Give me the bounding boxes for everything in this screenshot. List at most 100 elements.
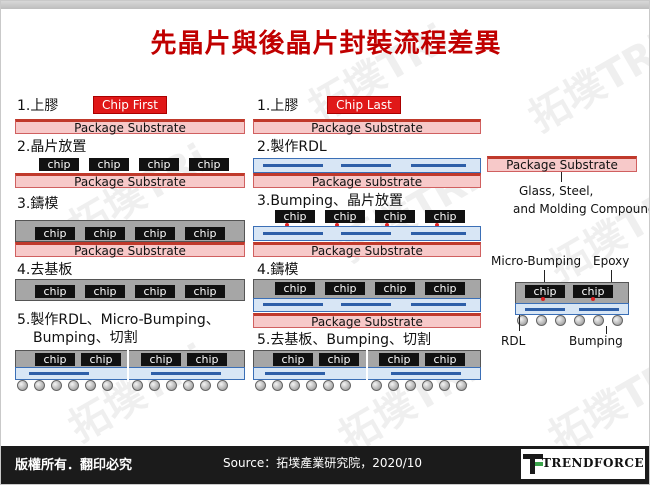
- chip: chip: [425, 282, 465, 295]
- solder-ball: [166, 380, 177, 391]
- solder-ball: [371, 380, 382, 391]
- watermark: 拓墣TRi: [541, 345, 650, 462]
- chip: chip: [185, 285, 225, 298]
- chip: chip: [573, 285, 613, 298]
- legend-materials-line2: and Molding Compound: [513, 202, 650, 216]
- solder-ball: [612, 315, 623, 326]
- chip: chip: [139, 158, 179, 171]
- chip: chip: [135, 227, 175, 240]
- micro-bump: [385, 223, 389, 227]
- chip: chip: [135, 285, 175, 298]
- solder-ball: [422, 380, 433, 391]
- rdl-trace: [341, 303, 391, 306]
- rdl-trace: [411, 232, 466, 235]
- trendforce-logo: [521, 449, 645, 479]
- chip: chip: [85, 285, 125, 298]
- substrate: Package Substrate: [15, 242, 245, 257]
- chip: chip: [379, 353, 419, 366]
- top-bar: [1, 1, 649, 9]
- trendforce-logo-icon: [523, 454, 543, 474]
- chip: chip: [275, 282, 315, 295]
- chip-first-step-5: 5.製作RDL、Micro-Bumping、: [17, 312, 220, 328]
- chip: chip: [89, 158, 129, 171]
- chip: chip: [141, 353, 181, 366]
- chip: chip: [375, 282, 415, 295]
- chip: chip: [187, 353, 227, 366]
- rdl-trace: [525, 308, 565, 311]
- chip-first-step-5-cont: Bumping、切割: [33, 330, 138, 346]
- legend-micro-bumping: Micro-Bumping: [491, 254, 582, 268]
- rdl-trace: [265, 372, 325, 375]
- chip-first-step-1: 1.上膠: [17, 98, 59, 114]
- solder-ball: [183, 380, 194, 391]
- solder-ball: [388, 380, 399, 391]
- solder-ball: [593, 315, 604, 326]
- solder-ball: [68, 380, 79, 391]
- trendforce-logo-text: TRENDFORCE: [542, 456, 645, 470]
- substrate: Package Substrate: [253, 119, 481, 134]
- chip: chip: [319, 353, 359, 366]
- micro-bump: [435, 223, 439, 227]
- substrate: Package Substrate: [253, 313, 481, 328]
- legend-bumping: Bumping: [569, 334, 623, 348]
- leader-line: [544, 270, 545, 284]
- leader-line: [519, 315, 520, 331]
- chip-last-step-2: 2.製作RDL: [257, 139, 327, 155]
- rdl-layer: [15, 367, 245, 380]
- solder-ball: [272, 380, 283, 391]
- legend-rdl: RDL: [501, 334, 526, 348]
- chip-first-step-3: 3.鑄模: [17, 196, 59, 212]
- cut-line: [366, 350, 368, 382]
- micro-bump: [335, 223, 339, 227]
- rdl-trace: [151, 372, 221, 375]
- leader-line: [606, 326, 607, 334]
- chip: chip: [81, 353, 121, 366]
- substrate: Package Substrate: [15, 119, 245, 134]
- chip-last-badge: Chip Last: [327, 96, 401, 114]
- solder-ball: [149, 380, 160, 391]
- page-title: 先晶片與後晶片封裝流程差異: [150, 29, 502, 59]
- rdl-trace: [263, 232, 323, 235]
- solder-ball: [323, 380, 334, 391]
- solder-ball: [574, 315, 585, 326]
- solder-ball: [85, 380, 96, 391]
- rdl-trace: [341, 164, 391, 167]
- chip-first-badge: Chip First: [93, 96, 167, 114]
- source-note: Source：拓墣產業研究院，2020/10: [223, 456, 423, 470]
- solder-ball: [34, 380, 45, 391]
- solder-ball: [200, 380, 211, 391]
- solder-ball: [289, 380, 300, 391]
- solder-ball: [405, 380, 416, 391]
- solder-ball: [102, 380, 113, 391]
- chip: chip: [275, 210, 315, 223]
- rdl-trace: [579, 308, 619, 311]
- micro-bump: [285, 223, 289, 227]
- chip-last-step-1: 1.上膠: [257, 98, 299, 114]
- chip: chip: [325, 282, 365, 295]
- chip: chip: [525, 285, 565, 298]
- rdl-trace: [29, 372, 89, 375]
- chip-last-step-5: 5.去基板、Bumping、切割: [257, 332, 432, 348]
- legend-rdl-layer: [515, 303, 629, 315]
- chip: chip: [325, 210, 365, 223]
- legend-epoxy: Epoxy: [593, 254, 630, 268]
- chip: chip: [185, 227, 225, 240]
- solder-ball: [439, 380, 450, 391]
- substrate: Package substrate: [253, 173, 481, 188]
- chip: chip: [35, 285, 75, 298]
- solder-ball: [456, 380, 467, 391]
- chip: chip: [375, 210, 415, 223]
- chip: chip: [39, 158, 79, 171]
- cut-line: [127, 350, 129, 382]
- micro-bump: [541, 297, 545, 301]
- chip: chip: [425, 353, 465, 366]
- chip: chip: [273, 353, 313, 366]
- rdl-trace: [263, 303, 323, 306]
- chip: chip: [35, 227, 75, 240]
- solder-ball: [132, 380, 143, 391]
- rdl-trace: [411, 164, 466, 167]
- solder-ball: [17, 380, 28, 391]
- chip: chip: [35, 353, 75, 366]
- legend-materials-line1: Glass, Steel,: [519, 184, 594, 198]
